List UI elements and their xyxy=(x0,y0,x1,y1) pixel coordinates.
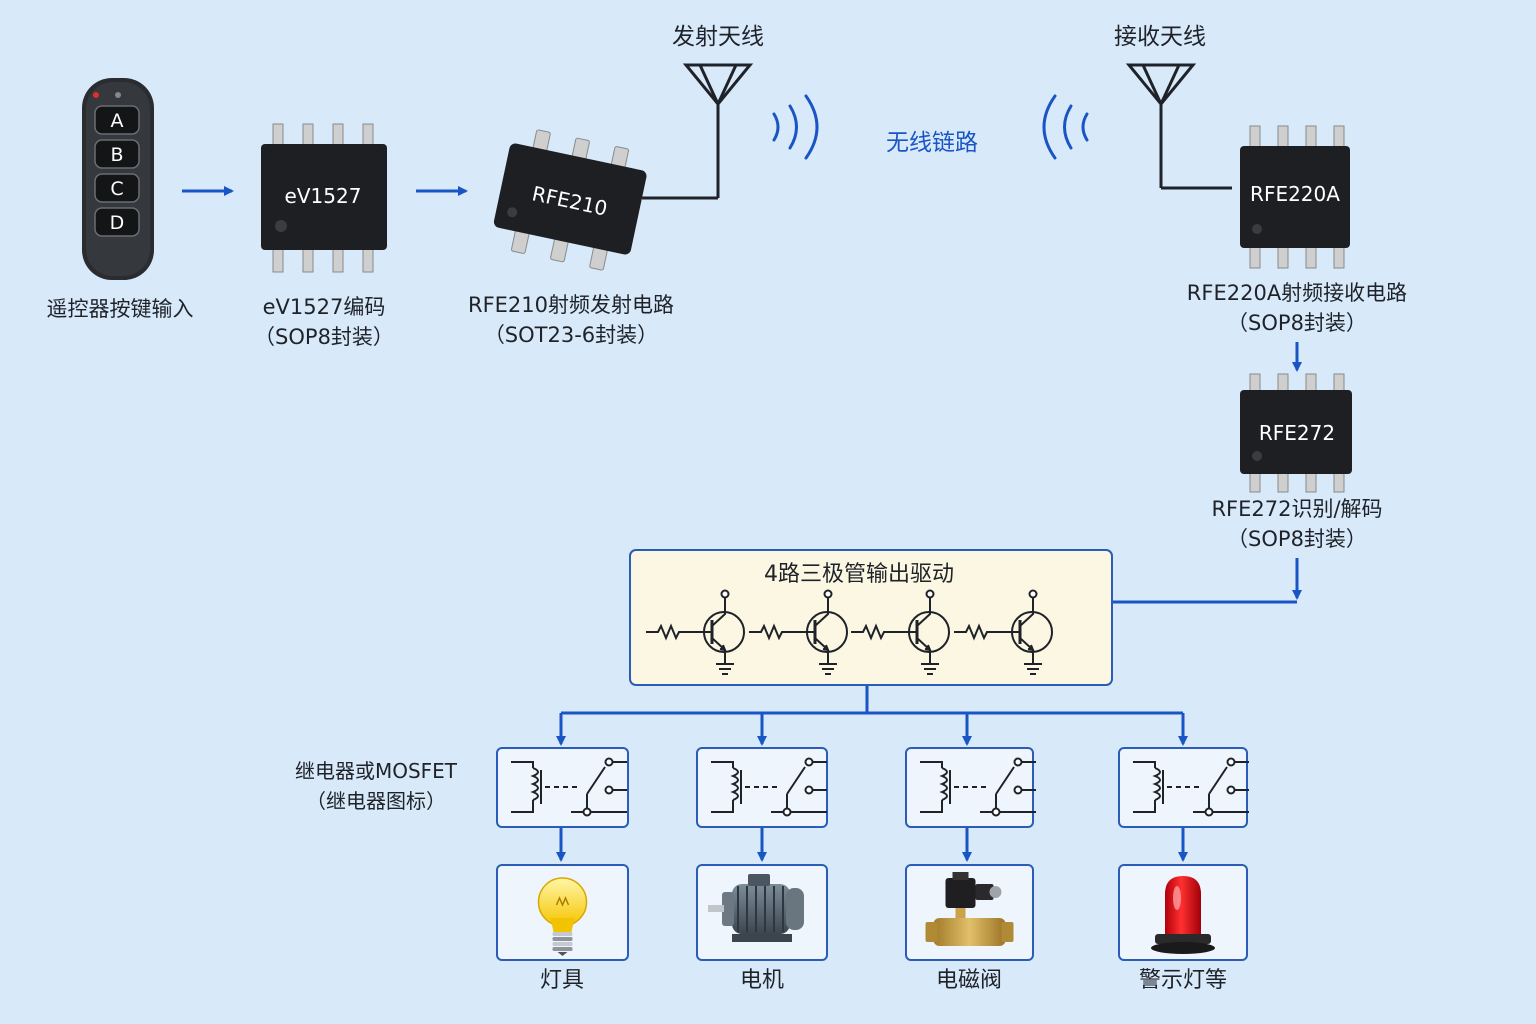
remote-control: A B C D xyxy=(82,78,154,280)
npn-transistor-icon xyxy=(646,589,745,675)
relay-group xyxy=(496,747,1249,828)
load-box xyxy=(905,864,1034,961)
relay-note-label: 继电器或MOSFET （继电器图标） xyxy=(294,759,458,813)
load-box xyxy=(496,864,629,961)
load-label: 电机 xyxy=(739,968,784,993)
tx-radio-wave-icon xyxy=(772,94,819,160)
chip-marking: RFE220A xyxy=(1250,182,1340,206)
load-label: 电磁阀 xyxy=(935,968,1002,993)
chip-marking: RFE272 xyxy=(1259,421,1335,445)
remote-key-d[interactable]: D xyxy=(94,207,140,237)
relay-icon xyxy=(511,757,627,817)
chip-marking: eV1527 xyxy=(285,184,362,208)
rfe272-chip: RFE272 xyxy=(1240,373,1352,493)
ev1527-chip: eV1527 xyxy=(261,123,387,273)
rfe220a-chip: RFE220A xyxy=(1240,125,1350,269)
warning-beacon-icon xyxy=(1151,876,1215,954)
relay-icon xyxy=(920,757,1036,817)
rx-antenna-icon xyxy=(1125,63,1232,190)
encoder-label: eV1527编码 （SOP8封装） xyxy=(254,295,394,349)
rx-radio-wave-icon xyxy=(1042,94,1089,160)
tx-antenna-label: 发射天线 xyxy=(672,24,764,50)
driver-title: 4路三极管输出驱动 xyxy=(764,562,954,587)
remote-key-label: A xyxy=(111,110,124,132)
transmitter-label: RFE210射频发射电路 （SOT23-6封装） xyxy=(467,293,675,347)
transistor-array xyxy=(646,589,1053,675)
relay-icon xyxy=(711,757,827,817)
driver-box: 4路三极管输出驱动 xyxy=(629,549,1113,686)
solenoid-valve-icon xyxy=(925,872,1014,946)
npn-transistor-icon xyxy=(851,589,950,675)
remote-label: 遥控器按键输入 xyxy=(46,297,194,321)
relay-box xyxy=(1118,747,1249,828)
rfe210-chip: RFE210 xyxy=(493,129,647,271)
npn-transistor-icon xyxy=(954,589,1053,675)
relay-box xyxy=(905,747,1036,828)
load-box xyxy=(696,864,828,961)
tx-antenna-icon xyxy=(642,63,754,200)
remote-key-label: D xyxy=(110,212,125,234)
load-label: 灯具 xyxy=(539,968,584,993)
remote-key-label: C xyxy=(110,178,123,200)
remote-key-a[interactable]: A xyxy=(94,105,140,135)
light-bulb-icon xyxy=(537,877,588,956)
load-label: 警示灯等 xyxy=(1138,968,1227,993)
electric-motor-icon xyxy=(708,874,804,942)
load-group xyxy=(496,864,1248,961)
remote-key-b[interactable]: B xyxy=(94,139,140,169)
relay-icon xyxy=(1133,757,1249,817)
remote-key-c[interactable]: C xyxy=(94,173,140,203)
relay-box xyxy=(696,747,828,828)
decoder-label: RFE272识别/解码 （SOP8封装） xyxy=(1211,497,1383,551)
npn-transistor-icon xyxy=(749,589,848,675)
rx-antenna-label: 接收天线 xyxy=(1114,24,1206,50)
load-box xyxy=(1118,864,1248,961)
distribution-bus xyxy=(561,686,1183,715)
receiver-label: RFE220A射频接收电路 （SOP8封装） xyxy=(1186,281,1408,335)
wireless-link-label: 无线链路 xyxy=(886,130,978,156)
remote-key-label: B xyxy=(110,144,123,166)
led-indicator xyxy=(93,92,99,98)
relay-box xyxy=(496,747,629,828)
